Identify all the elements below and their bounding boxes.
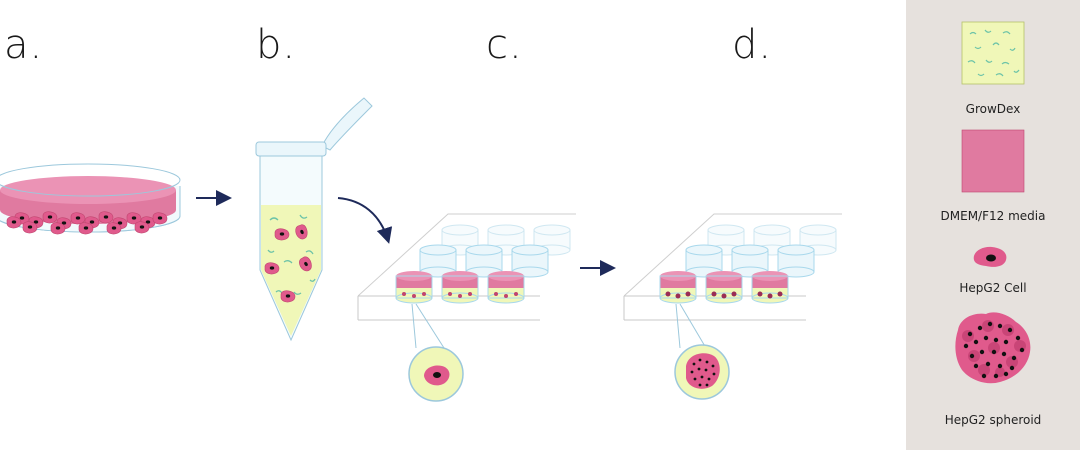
step-label-d: d. [732,22,773,68]
zoom-spheroid [674,344,730,400]
step-label-c: c. [486,22,523,68]
filled-wells-c [395,271,525,304]
arrow-b-c [337,197,393,244]
step-label-b: b. [256,22,297,68]
filled-wells-d [659,271,789,304]
legend-cell-icon [973,246,1007,267]
conical-tube [255,97,373,342]
legend-media-label: DMEM/F12 media [940,209,1046,223]
well-plate-c [357,213,576,402]
legend-media-swatch [961,129,1025,193]
tube-fibers [267,214,316,295]
legend-spheroid-label: HepG2 spheroid [944,413,1042,427]
well-plate-d [623,213,842,400]
zoom-single-cell [408,346,464,402]
legend-growdex-swatch [961,21,1025,85]
step-label-a: a. [4,22,44,68]
petri-dish [0,163,181,235]
legend-spheroid-icon [955,312,1031,384]
legend-cell-label: HepG2 Cell [959,281,1027,295]
legend-growdex-label: GrowDex [965,102,1021,116]
